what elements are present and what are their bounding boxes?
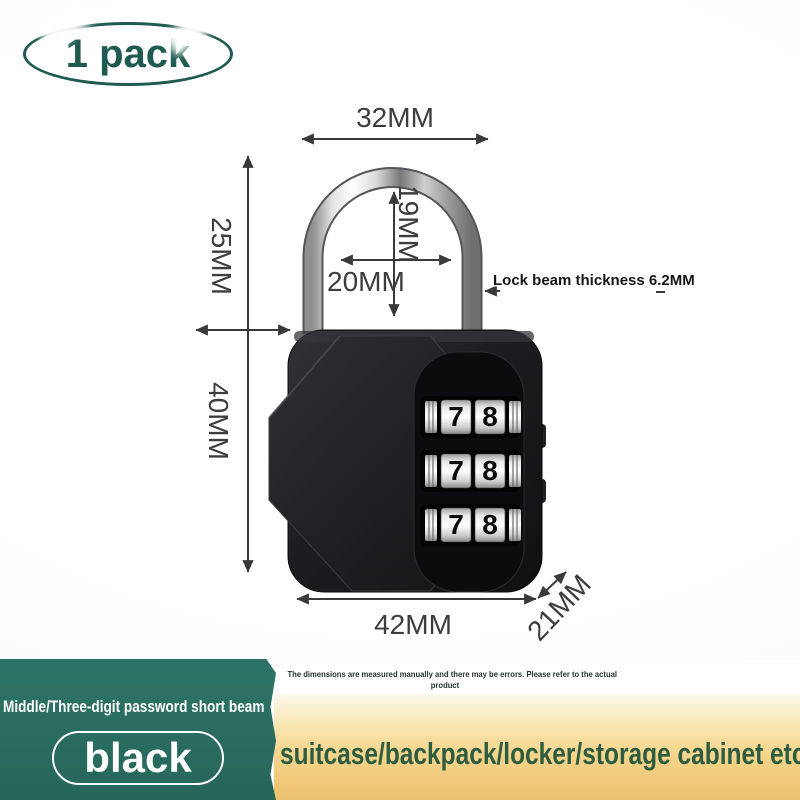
color-name-label: black [84,734,192,781]
product-type-label: Middle/Three-digit password short beam [3,697,265,716]
dimension-arrows [195,133,665,605]
dial-digit: 8 [482,509,498,540]
applications-band [274,694,800,800]
dim-body-width: 42MM [374,609,452,640]
pack-count-label: 1 pack [65,31,191,76]
dial-digit: 7 [448,455,464,486]
dial-digit: 7 [448,509,464,540]
padlock-diagram: 7 8 7 8 7 8 [195,102,696,647]
shackle [302,167,483,346]
product-type-panel [0,659,276,800]
applications-label: suitcase/backpack/locker/storage cabinet… [280,736,800,771]
dial-digit: 8 [482,401,498,432]
dim-inner-width: 20MM [327,266,405,297]
dial-row: 7 8 [420,396,521,438]
product-image-area: 1 pack [0,0,800,660]
dim-shackle-height: 25MM [206,217,237,295]
dim-inner-height: 19MM [393,185,424,263]
dial-digit: 7 [448,401,464,432]
pack-count-badge: 1 pack [23,1,233,86]
color-badge: black [52,731,224,785]
disclaimer-line1: The dimensions are measured manually and… [287,669,618,679]
dim-body-height: 40MM [203,382,234,460]
dim-top-width: 32MM [356,102,434,133]
disclaimer-text: The dimensions are measured manually and… [270,669,620,691]
dial-row: 7 8 [420,450,521,492]
disclaimer-line2: product [430,680,460,690]
dial-row: 7 8 [420,504,521,546]
dim-beam-thickness: Lock beam thickness 6.2MM [493,272,695,289]
dial-digit: 8 [482,455,498,486]
